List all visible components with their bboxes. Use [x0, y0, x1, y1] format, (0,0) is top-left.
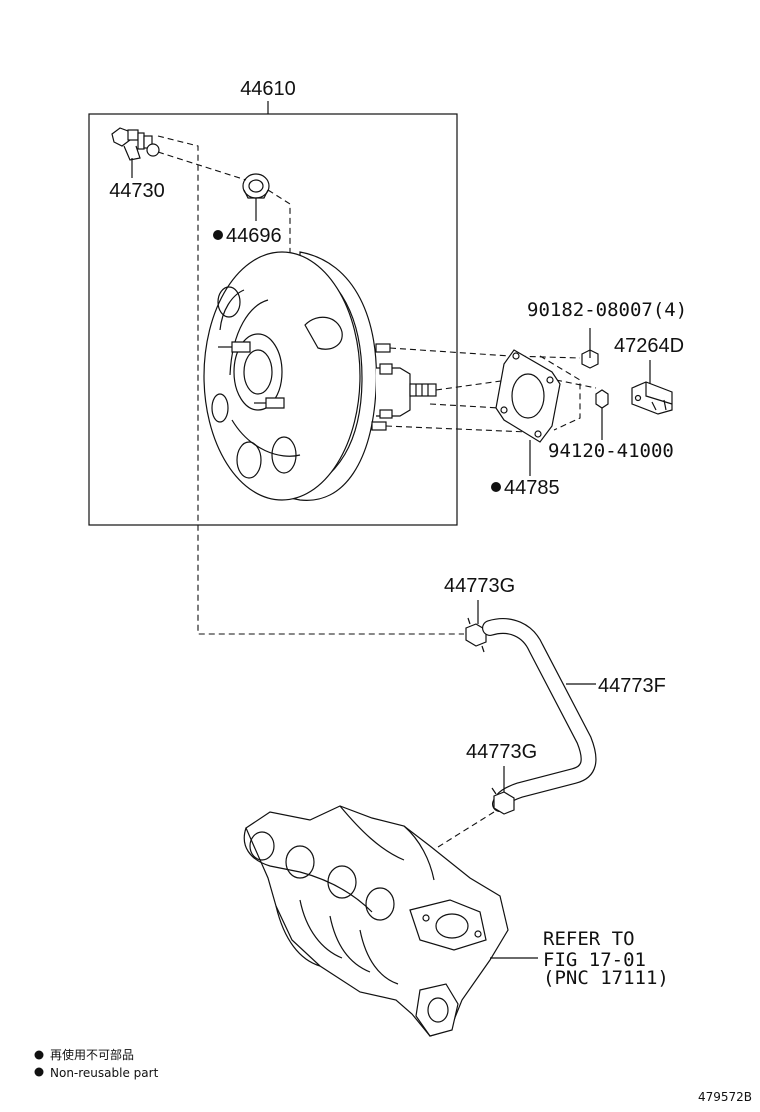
legend-jp: 再使用不可部品: [50, 1047, 134, 1062]
label-44696: 44696: [226, 225, 282, 247]
label-44773F: 44773F: [598, 675, 666, 697]
dash-clip-to-manifold: [429, 811, 495, 853]
label-44773G-upper: 44773G: [444, 575, 515, 597]
hose-clip-upper-icon: [465, 617, 487, 653]
brake-booster-icon: [203, 251, 437, 501]
label-47264D: 47264D: [614, 335, 684, 357]
legend-mark-jp: [34, 1050, 44, 1060]
grommet-icon: [242, 173, 270, 199]
check-valve-icon: [111, 127, 160, 161]
label-44785: 44785: [504, 477, 560, 499]
label-44610: 44610: [240, 78, 296, 100]
refer-line-2: FIG 17-01: [543, 949, 646, 971]
dash-rod-2: [429, 403, 501, 409]
clevis-icon: [631, 381, 673, 415]
label-44730: 44730: [109, 180, 165, 202]
dash-rod: [435, 379, 509, 391]
label-44773G-lower: 44773G: [466, 741, 537, 763]
refer-line-3: (PNC 17111): [543, 967, 669, 989]
label-90182: 90182-08007(4): [527, 299, 687, 321]
nut-icon: [581, 349, 599, 369]
refer-line-1: REFER TO: [543, 928, 635, 950]
figure-id: 479572B: [698, 1090, 752, 1104]
nonreusable-mark-44696: [213, 230, 223, 240]
intake-manifold-icon: [243, 805, 509, 1037]
nonreusable-mark-44785: [491, 482, 501, 492]
legend-en: Non-reusable part: [50, 1066, 159, 1080]
gasket-icon: [495, 349, 561, 443]
dash-stud-lower: [385, 425, 529, 433]
dash-to-nut-small: [555, 379, 597, 389]
booster-assembly-frame: [88, 113, 458, 526]
dash-stud-upper: [389, 347, 581, 359]
dash-valve-to-grommet: [157, 151, 247, 181]
small-nut-icon: [595, 389, 609, 409]
legend-mark-en: [34, 1067, 44, 1077]
label-94120: 94120-41000: [548, 440, 674, 462]
dash-valve-to-hose: [157, 135, 464, 635]
dash-gasket-box: [539, 355, 581, 431]
